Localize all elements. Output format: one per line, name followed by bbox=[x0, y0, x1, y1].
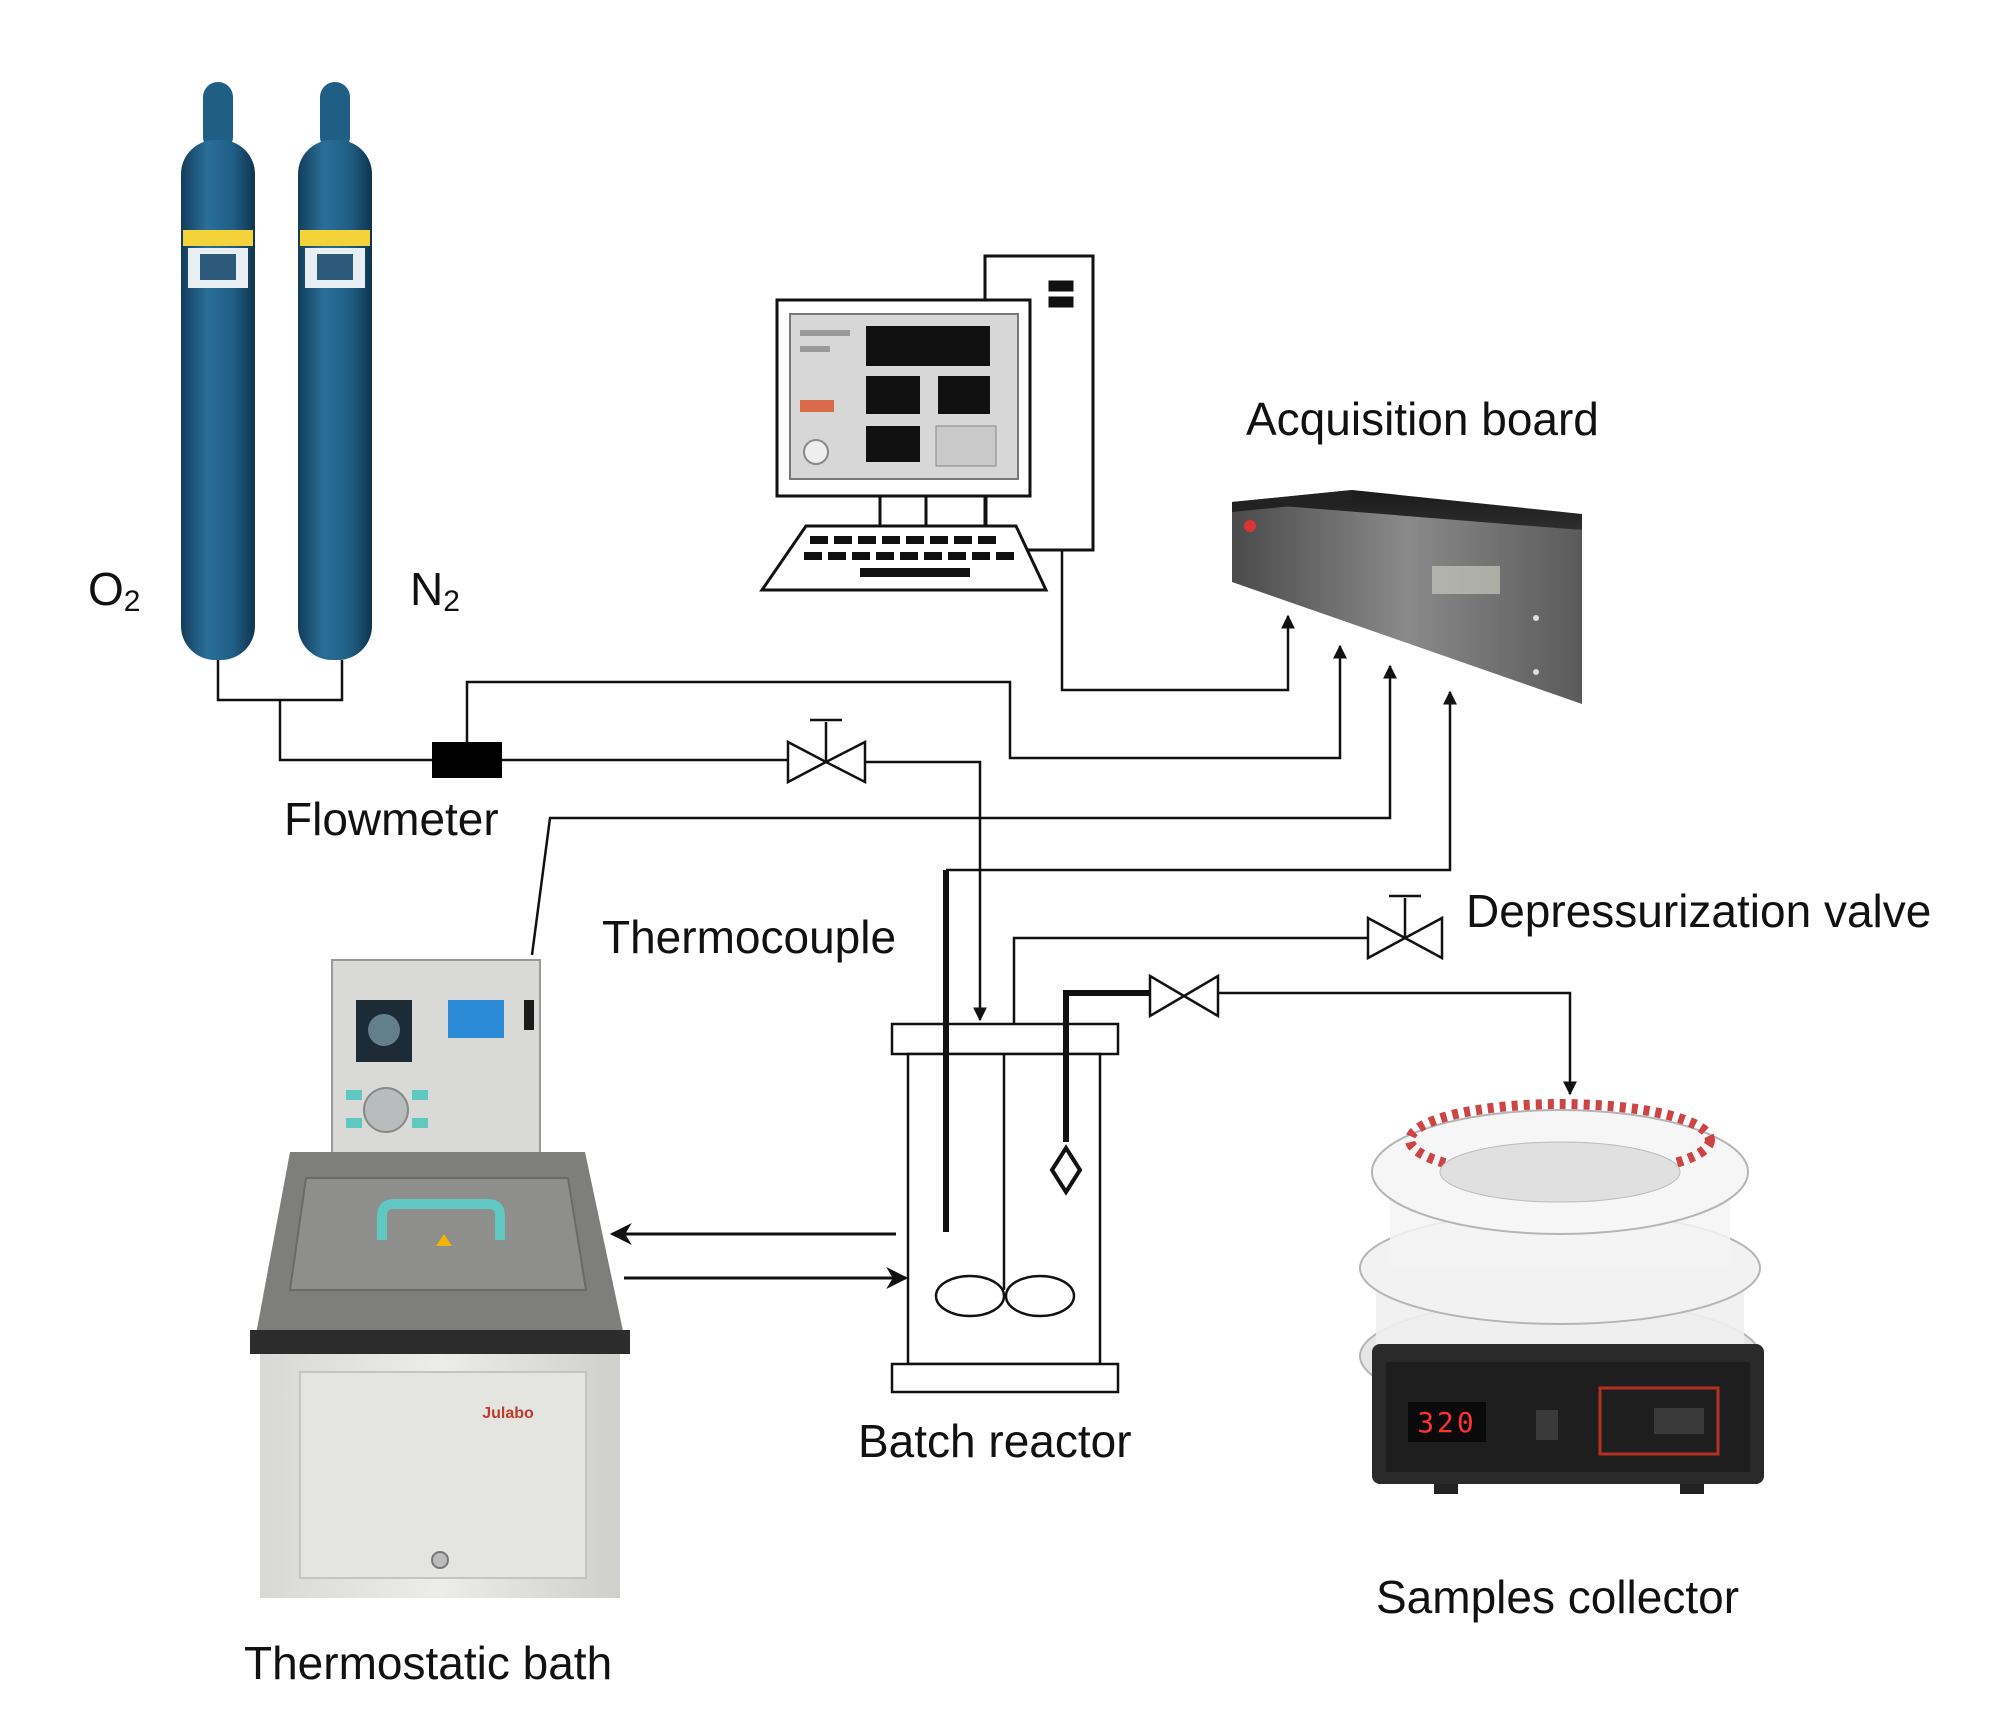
samples-collector bbox=[1359, 1099, 1764, 1494]
gas-cylinder-n2 bbox=[298, 82, 372, 660]
label-o2: O2 bbox=[88, 563, 141, 618]
label-n2: N2 bbox=[410, 563, 460, 618]
circulation-arrows bbox=[609, 1223, 909, 1289]
label-depressurization-valve: Depressurization valve bbox=[1466, 885, 1932, 937]
acquisition-board bbox=[1232, 490, 1582, 704]
batch-reactor bbox=[890, 870, 1150, 1394]
thermostatic-bath bbox=[250, 959, 630, 1598]
label-flowmeter: Flowmeter bbox=[284, 793, 499, 845]
inlet-valve bbox=[786, 718, 867, 785]
connection-lines bbox=[216, 550, 1577, 1096]
label-samples-collector: Samples collector bbox=[1376, 1571, 1740, 1623]
sampling-tube bbox=[1063, 990, 1150, 1142]
label-thermocouple: Thermocouple bbox=[602, 911, 897, 963]
bath-brand-label: Julabo bbox=[482, 1405, 534, 1422]
sampling-valve bbox=[1148, 973, 1220, 1019]
computer bbox=[759, 254, 1095, 592]
label-thermostatic-bath: Thermostatic bath bbox=[244, 1637, 613, 1689]
label-acquisition-board: Acquisition board bbox=[1246, 393, 1599, 445]
depressurization-valve bbox=[1366, 894, 1444, 961]
collector-display: 320 bbox=[1417, 1406, 1477, 1439]
flowmeter-block bbox=[432, 742, 502, 778]
label-batch-reactor: Batch reactor bbox=[858, 1415, 1132, 1467]
gas-cylinder-o2 bbox=[181, 82, 255, 660]
